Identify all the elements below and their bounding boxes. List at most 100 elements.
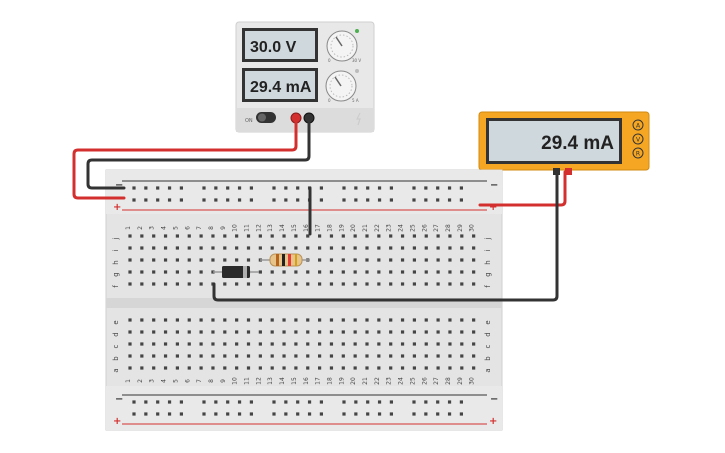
rail-hole[interactable] bbox=[366, 186, 370, 190]
rail-hole[interactable] bbox=[284, 400, 288, 404]
rail-hole[interactable] bbox=[237, 400, 242, 404]
terminal-hole[interactable] bbox=[448, 282, 452, 286]
meter-positive-probe[interactable] bbox=[565, 168, 572, 175]
terminal-hole[interactable] bbox=[365, 246, 369, 250]
terminal-hole[interactable] bbox=[128, 270, 132, 274]
rail-hole[interactable] bbox=[447, 198, 452, 202]
rail-hole[interactable] bbox=[226, 198, 230, 202]
rail-hole[interactable] bbox=[202, 198, 206, 202]
rail-hole[interactable] bbox=[342, 412, 346, 416]
terminal-hole[interactable] bbox=[152, 282, 156, 286]
rail-hole[interactable] bbox=[459, 198, 463, 202]
terminal-hole[interactable] bbox=[282, 342, 286, 346]
rail-hole[interactable] bbox=[226, 186, 230, 190]
terminal-hole[interactable] bbox=[223, 342, 227, 346]
terminal-hole[interactable] bbox=[258, 270, 262, 274]
terminal-hole[interactable] bbox=[175, 318, 179, 322]
terminal-hole[interactable] bbox=[211, 330, 215, 334]
breadboard-holes[interactable] bbox=[128, 186, 476, 416]
rail-hole[interactable] bbox=[424, 198, 428, 202]
terminal-hole[interactable] bbox=[163, 258, 168, 262]
terminal-hole[interactable] bbox=[448, 318, 452, 322]
terminal-hole[interactable] bbox=[353, 270, 357, 274]
terminal-hole[interactable] bbox=[211, 246, 215, 250]
terminal-hole[interactable] bbox=[424, 258, 428, 262]
terminal-hole[interactable] bbox=[377, 366, 381, 370]
terminal-hole[interactable] bbox=[140, 354, 144, 358]
terminal-hole[interactable] bbox=[163, 246, 168, 250]
terminal-hole[interactable] bbox=[353, 342, 357, 346]
terminal-hole[interactable] bbox=[377, 318, 381, 322]
terminal-hole[interactable] bbox=[258, 318, 262, 322]
terminal-hole[interactable] bbox=[294, 282, 298, 286]
terminal-hole[interactable] bbox=[460, 318, 464, 322]
terminal-hole[interactable] bbox=[199, 342, 203, 346]
terminal-hole[interactable] bbox=[235, 342, 239, 346]
terminal-hole[interactable] bbox=[223, 282, 227, 286]
terminal-hole[interactable] bbox=[353, 246, 357, 250]
terminal-hole[interactable] bbox=[412, 246, 416, 250]
terminal-hole[interactable] bbox=[128, 318, 132, 322]
terminal-hole[interactable] bbox=[223, 318, 227, 322]
terminal-hole[interactable] bbox=[448, 366, 452, 370]
terminal-hole[interactable] bbox=[211, 342, 215, 346]
terminal-hole[interactable] bbox=[187, 318, 191, 322]
terminal-hole[interactable] bbox=[140, 282, 144, 286]
terminal-hole[interactable] bbox=[353, 366, 357, 370]
rail-hole[interactable] bbox=[354, 198, 358, 202]
rail-hole[interactable] bbox=[132, 198, 136, 202]
terminal-hole[interactable] bbox=[472, 366, 476, 370]
terminal-hole[interactable] bbox=[365, 318, 369, 322]
terminal-hole[interactable] bbox=[329, 282, 334, 286]
terminal-hole[interactable] bbox=[140, 342, 144, 346]
terminal-hole[interactable] bbox=[235, 258, 239, 262]
terminal-hole[interactable] bbox=[472, 234, 476, 238]
terminal-hole[interactable] bbox=[389, 354, 393, 358]
rail-hole[interactable] bbox=[424, 400, 428, 404]
terminal-hole[interactable] bbox=[152, 366, 156, 370]
terminal-hole[interactable] bbox=[341, 318, 345, 322]
terminal-hole[interactable] bbox=[246, 318, 251, 322]
rail-hole[interactable] bbox=[144, 198, 148, 202]
terminal-hole[interactable] bbox=[389, 342, 393, 346]
terminal-hole[interactable] bbox=[306, 234, 310, 238]
rail-hole[interactable] bbox=[319, 412, 323, 416]
rail-hole[interactable] bbox=[377, 412, 382, 416]
rail-hole[interactable] bbox=[296, 198, 300, 202]
terminal-hole[interactable] bbox=[152, 270, 156, 274]
terminal-hole[interactable] bbox=[282, 330, 286, 334]
rail-hole[interactable] bbox=[284, 186, 288, 190]
terminal-hole[interactable] bbox=[365, 354, 369, 358]
terminal-hole[interactable] bbox=[412, 270, 416, 274]
terminal-hole[interactable] bbox=[306, 354, 310, 358]
rail-hole[interactable] bbox=[272, 412, 276, 416]
terminal-hole[interactable] bbox=[389, 282, 393, 286]
rail-hole[interactable] bbox=[296, 412, 300, 416]
terminal-hole[interactable] bbox=[436, 342, 440, 346]
terminal-hole[interactable] bbox=[389, 366, 393, 370]
terminal-hole[interactable] bbox=[175, 258, 179, 262]
terminal-hole[interactable] bbox=[270, 366, 274, 370]
terminal-hole[interactable] bbox=[318, 282, 322, 286]
terminal-hole[interactable] bbox=[128, 258, 132, 262]
terminal-hole[interactable] bbox=[199, 282, 203, 286]
terminal-hole[interactable] bbox=[175, 330, 179, 334]
rail-hole[interactable] bbox=[272, 198, 276, 202]
terminal-hole[interactable] bbox=[436, 234, 440, 238]
terminal-hole[interactable] bbox=[329, 258, 334, 262]
terminal-hole[interactable] bbox=[282, 234, 286, 238]
terminal-hole[interactable] bbox=[400, 342, 405, 346]
terminal-hole[interactable] bbox=[306, 282, 310, 286]
terminal-hole[interactable] bbox=[436, 246, 440, 250]
terminal-hole[interactable] bbox=[377, 354, 381, 358]
terminal-hole[interactable] bbox=[472, 354, 476, 358]
terminal-hole[interactable] bbox=[460, 270, 464, 274]
rail-hole[interactable] bbox=[237, 198, 242, 202]
terminal-hole[interactable] bbox=[187, 282, 191, 286]
terminal-hole[interactable] bbox=[318, 366, 322, 370]
terminal-hole[interactable] bbox=[163, 318, 168, 322]
terminal-hole[interactable] bbox=[329, 366, 334, 370]
terminal-hole[interactable] bbox=[329, 342, 334, 346]
rail-hole[interactable] bbox=[366, 198, 370, 202]
